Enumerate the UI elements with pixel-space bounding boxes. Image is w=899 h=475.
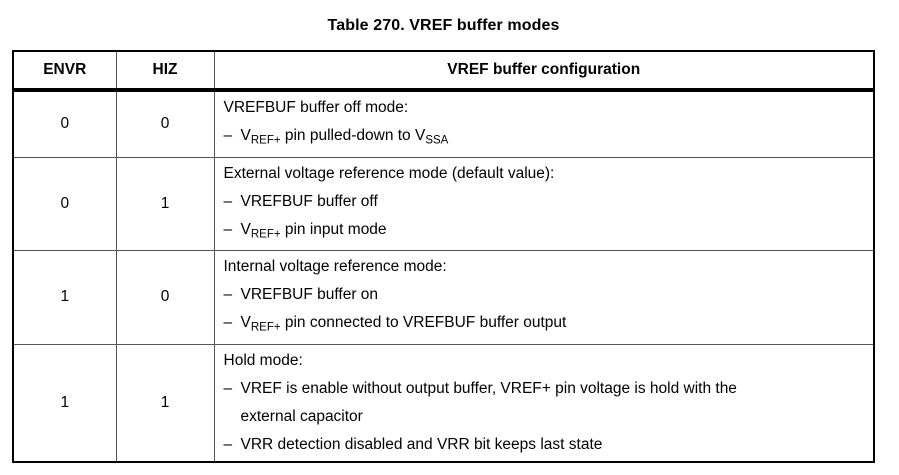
hiz-value-cell: 1 [115, 156, 215, 251]
text-segment: VREFBUF buffer on [240, 286, 379, 303]
subscript-text: REF+ [250, 134, 281, 147]
subscript-text: REF+ [250, 321, 281, 334]
config-line: –VREF+ pin pulled-down to VSSA [224, 122, 866, 155]
config-line: External voltage reference mode (default… [224, 160, 866, 188]
text-segment: VREFBUF buffer off mode: [223, 99, 409, 116]
text-segment: Hold mode: [223, 351, 303, 369]
config-line: –VREF+ pin input mode [224, 216, 866, 249]
config-cell: Internal voltage reference mode: –VREFBUF… [213, 250, 875, 345]
config-cell: VREFBUF buffer off mode: –VREF+ pin pulle… [213, 89, 875, 158]
column-header-envr: ENVR [12, 50, 117, 92]
column-header-hiz: HIZ [115, 50, 215, 92]
bullet-text: VREF+ pin pulled-down to VSSA [241, 122, 866, 155]
bullet-dash: – [223, 379, 233, 397]
config-line: –VREF is enable without output buffer, V… [224, 375, 866, 431]
bullet-text: VRR detection disabled and VRR bit keeps… [241, 431, 866, 459]
config-cell: External voltage reference mode (default… [213, 156, 875, 251]
table-caption: Table 270. VREF buffer modes [327, 17, 560, 34]
text-segment: External voltage reference mode (default… [223, 164, 555, 182]
config-line: –VREF+ pin connected to VREFBUF buffer o… [224, 309, 866, 342]
envr-value-cell: 1 [12, 250, 117, 345]
bullet-dash: – [223, 220, 233, 238]
hiz-value-cell: 0 [115, 250, 215, 345]
subscript-text: REF+ [250, 228, 281, 240]
config-line: Internal voltage reference mode: [224, 253, 866, 281]
hiz-value-cell: 0 [115, 89, 215, 158]
text-segment: VREFBUF buffer off [240, 192, 378, 210]
bullet-text: VREF+ pin input mode [241, 216, 866, 249]
text-segment: pin connected to VREFBUF buffer output [280, 314, 567, 331]
text-segment: V [240, 314, 251, 331]
envr-value-cell: 0 [12, 156, 117, 251]
config-cell: Hold mode:–VREF is enable without output… [213, 343, 875, 462]
table-header-row: ENVR HIZ VREF buffer configuration [12, 50, 875, 92]
text-segment: external capacitor [240, 407, 363, 425]
envr-value-cell: 1 [12, 343, 117, 462]
text-segment: VRR detection disabled and VRR bit keeps… [240, 435, 603, 453]
text-segment: Internal voltage reference mode: [223, 258, 447, 275]
bullet-dash: – [223, 286, 233, 303]
config-line: –VREFBUF buffer on [224, 281, 866, 309]
bullet-dash: – [223, 314, 233, 331]
envr-value-cell: 0 [12, 89, 117, 158]
config-line: –VRR detection disabled and VRR bit keep… [224, 431, 866, 459]
bullet-dash: – [223, 127, 233, 144]
config-line: Hold mode: [224, 347, 866, 375]
bullet-text: VREFBUF buffer on [241, 281, 866, 309]
text-segment: VREF is enable without output buffer, VR… [240, 379, 737, 397]
bullet-text: VREF+ pin connected to VREFBUF buffer ou… [241, 309, 866, 342]
text-segment: V [240, 127, 251, 144]
bullet-dash: – [223, 435, 233, 453]
text-segment: pin pulled-down to V [280, 127, 426, 144]
bullet-text: VREF is enable without output buffer, VR… [241, 375, 866, 431]
bullet-text: VREFBUF buffer off [241, 188, 866, 216]
bullet-dash: – [223, 192, 233, 210]
hiz-value-cell: 1 [115, 343, 215, 462]
subscript-text: SSA [425, 134, 449, 147]
column-header-config: VREF buffer configuration [213, 50, 875, 92]
text-segment: pin input mode [280, 220, 387, 238]
config-line: VREFBUF buffer off mode: [224, 94, 866, 122]
config-line: –VREFBUF buffer off [224, 188, 866, 216]
text-segment: V [240, 220, 251, 238]
